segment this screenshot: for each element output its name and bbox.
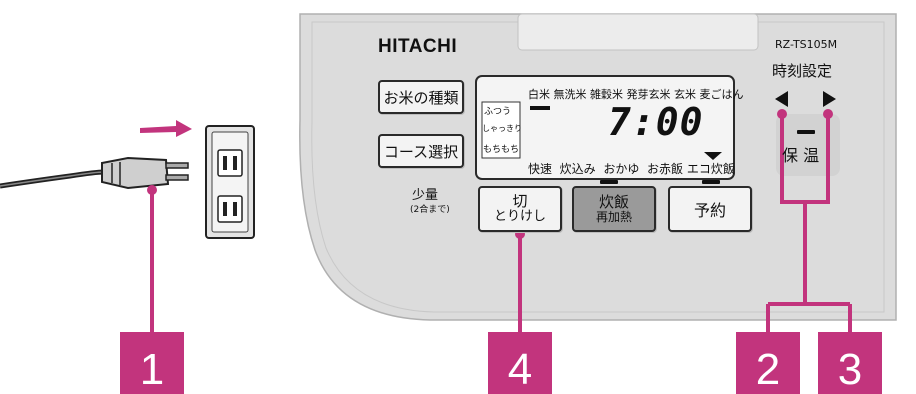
course-list: 快速 炊込み おかゆ お赤飯 エコ炊飯 — [528, 160, 735, 177]
rice-type-button[interactable]: お米の種類 — [378, 80, 464, 114]
cancel-button[interactable]: 切 とりけし — [478, 186, 562, 232]
timer-led — [702, 180, 720, 184]
rice-type-item: 無洗米 — [553, 88, 587, 101]
course-item: おかゆ — [603, 162, 640, 176]
arrow-right-icon — [823, 91, 836, 107]
timer-button-label: 予約 — [693, 201, 726, 220]
callout-marker-3: 3 — [818, 332, 882, 394]
course-item: 快速 — [528, 162, 553, 176]
callout-dot-3 — [823, 109, 833, 119]
arrow-left-icon — [775, 91, 788, 107]
power-cord-inner — [0, 171, 105, 187]
course-item: 炊込み — [559, 162, 596, 176]
clock-left-button[interactable] — [772, 88, 794, 110]
texture-mochimochi: もちもち — [483, 145, 520, 155]
callout-line-2-3 — [766, 114, 852, 332]
callout-marker-4: 4 — [488, 332, 552, 394]
panel-inner-highlight — [311, 21, 885, 313]
lcd-display — [475, 75, 735, 180]
course-item: エコ炊飯 — [686, 162, 735, 176]
keep-warm-led — [797, 130, 815, 134]
insert-arrow-icon — [140, 120, 192, 137]
cook-button-sublabel: 再加熱 — [595, 209, 632, 224]
course-item: お赤飯 — [646, 162, 683, 176]
course-select-button-label: コース選択 — [383, 142, 459, 161]
callout-dot-2 — [777, 109, 787, 119]
model-number: RZ-TS105M — [775, 38, 838, 51]
rice-type-button-label: お米の種類 — [383, 88, 459, 107]
rice-type-item: 玄米 — [674, 88, 696, 101]
panel-top-notch — [517, 13, 759, 51]
cancel-button-label: 切 — [512, 192, 528, 211]
course-select-button[interactable]: コース選択 — [378, 134, 464, 168]
brand-logo: HITACHI — [378, 36, 458, 57]
clock-right-button[interactable] — [818, 88, 840, 110]
plug-icon — [101, 156, 189, 190]
timer-button[interactable]: 予約 — [668, 186, 752, 232]
clock-setting-label: 時刻設定 — [772, 62, 833, 80]
texture-shakkiri: しゃっきり — [482, 124, 522, 133]
rice-type-item: 麦ごはん — [699, 88, 744, 101]
lcd-texture-box — [481, 101, 521, 159]
small-amount-label: 少量 — [412, 188, 439, 203]
texture-fusu: ふつう — [484, 107, 512, 117]
lcd-course-pointer — [704, 152, 722, 160]
cook-button[interactable]: 炊飯 再加熱 — [572, 186, 656, 232]
rice-type-item: 雑穀米 — [590, 88, 623, 101]
keep-warm-area — [776, 114, 840, 176]
wall-outlet-icon — [205, 125, 255, 239]
rice-type-list: 白米 無洗米 雑穀米 発芽玄米 玄米 麦ごはん — [528, 86, 744, 102]
callout-marker-1: 1 — [120, 332, 184, 394]
cancel-button-sublabel: とりけし — [493, 209, 546, 225]
callout-dot-1 — [147, 185, 157, 195]
keep-warm-button[interactable]: 保 温 — [782, 146, 820, 165]
small-amount-note: (2合まで) — [410, 205, 450, 215]
cook-button-label: 炊飯 — [598, 192, 629, 211]
callout-marker-2: 2 — [736, 332, 800, 394]
rice-type-item: 発芽玄米 — [626, 88, 671, 101]
rice-type-item: 白米 — [528, 88, 550, 101]
lcd-indicator-bar — [530, 106, 550, 110]
cook-led — [600, 180, 618, 184]
lcd-time: 7:00 — [608, 100, 704, 144]
